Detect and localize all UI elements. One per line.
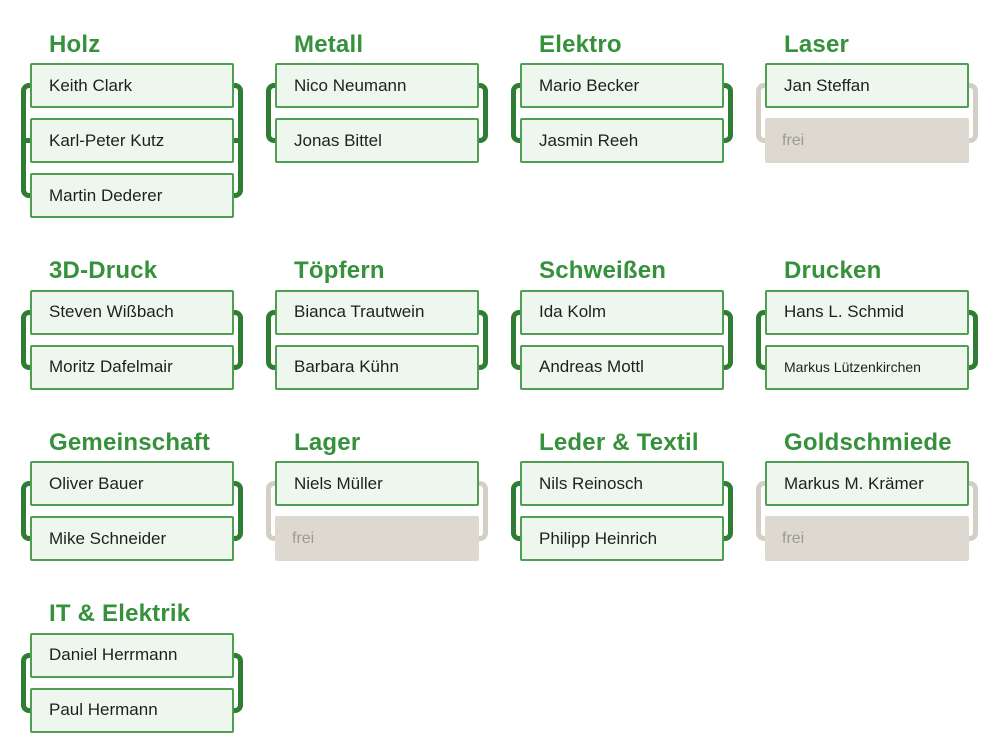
- member-slot[interactable]: Hans L. Schmid: [765, 289, 969, 335]
- group-title: Töpfern: [294, 257, 385, 285]
- group-title: Elektro: [539, 31, 622, 58]
- group-title: Gemeinschaft: [49, 428, 211, 456]
- left-bracket: [21, 652, 35, 713]
- group-title: Leder & Textil: [539, 428, 699, 456]
- member-slot[interactable]: Philipp Heinrich: [520, 516, 724, 562]
- member-slot[interactable]: Barbara Kühn: [275, 344, 479, 390]
- free-slot[interactable]: frei: [765, 516, 969, 562]
- group-title: Laser: [784, 31, 850, 58]
- member-slot[interactable]: Daniel Herrmann: [30, 632, 234, 678]
- free-slot[interactable]: frei: [765, 118, 969, 164]
- right-bracket: [719, 481, 733, 542]
- member-slot[interactable]: Martin Dederer: [30, 173, 234, 219]
- member-slot[interactable]: Steven Wißbach: [30, 289, 234, 335]
- left-bracket: [266, 481, 280, 542]
- right-bracket: [964, 309, 978, 370]
- member-slot[interactable]: Oliver Bauer: [30, 461, 234, 507]
- member-slot[interactable]: Paul Hermann: [30, 687, 234, 733]
- group-title: Schweißen: [539, 257, 667, 285]
- right-bracket: [964, 481, 978, 542]
- left-bracket: [756, 309, 770, 370]
- member-slot[interactable]: Jasmin Reeh: [520, 118, 724, 164]
- group-goldschmiede: Goldschmiede Markus M. Krämer frei: [756, 428, 978, 562]
- right-bracket: [474, 83, 488, 144]
- group-slots: Markus M. Krämer frei: [756, 461, 978, 562]
- left-bracket: [266, 309, 280, 370]
- group-title: 3D-Druck: [49, 257, 158, 285]
- member-slot[interactable]: Nils Reinosch: [520, 461, 724, 507]
- group-laser: Laser Jan Steffan frei: [756, 31, 978, 164]
- member-slot[interactable]: Markus M. Krämer: [765, 461, 969, 507]
- member-slot[interactable]: Niels Müller: [275, 461, 479, 507]
- group-title: Lager: [294, 428, 361, 456]
- left-bracket: [756, 83, 770, 144]
- right-bracket: [719, 83, 733, 144]
- right-bracket: [964, 83, 978, 144]
- member-slot[interactable]: Nico Neumann: [275, 63, 479, 109]
- group-slots: Niels Müller frei: [266, 461, 488, 562]
- member-slot[interactable]: Mike Schneider: [30, 516, 234, 562]
- group-slots: Jan Steffan frei: [756, 63, 978, 164]
- free-slot[interactable]: frei: [275, 516, 479, 562]
- left-bracket: [21, 309, 35, 370]
- left-bracket: [266, 83, 280, 144]
- right-bracket: [474, 481, 488, 542]
- right-bracket: [229, 652, 243, 713]
- right-bracket: [719, 309, 733, 370]
- member-slot[interactable]: Andreas Mottl: [520, 344, 724, 390]
- left-bracket: [511, 481, 525, 542]
- group-title: Drucken: [784, 257, 882, 285]
- right-bracket: [229, 481, 243, 542]
- right-bracket: [474, 309, 488, 370]
- group-title: Goldschmiede: [784, 428, 952, 456]
- member-slot[interactable]: Markus Lützenkirchen: [765, 344, 969, 390]
- group-lager: Lager Niels Müller frei: [266, 428, 488, 562]
- left-bracket-tooth: [21, 138, 35, 144]
- member-slot[interactable]: Jonas Bittel: [275, 118, 479, 164]
- group-title: IT & Elektrik: [49, 600, 191, 628]
- right-bracket-tooth: [229, 138, 243, 144]
- member-slot[interactable]: Bianca Trautwein: [275, 289, 479, 335]
- left-bracket: [511, 309, 525, 370]
- group-title: Holz: [49, 31, 101, 58]
- member-slot[interactable]: Keith Clark: [30, 63, 234, 109]
- member-slot[interactable]: Karl-Peter Kutz: [30, 118, 234, 164]
- member-slot[interactable]: Mario Becker: [520, 63, 724, 109]
- left-bracket: [21, 481, 35, 542]
- left-bracket: [511, 83, 525, 144]
- group-title: Metall: [294, 31, 364, 58]
- member-slot[interactable]: Jan Steffan: [765, 63, 969, 109]
- left-bracket: [756, 481, 770, 542]
- member-slot[interactable]: Moritz Dafelmair: [30, 344, 234, 390]
- member-slot[interactable]: Ida Kolm: [520, 289, 724, 335]
- right-bracket: [229, 309, 243, 370]
